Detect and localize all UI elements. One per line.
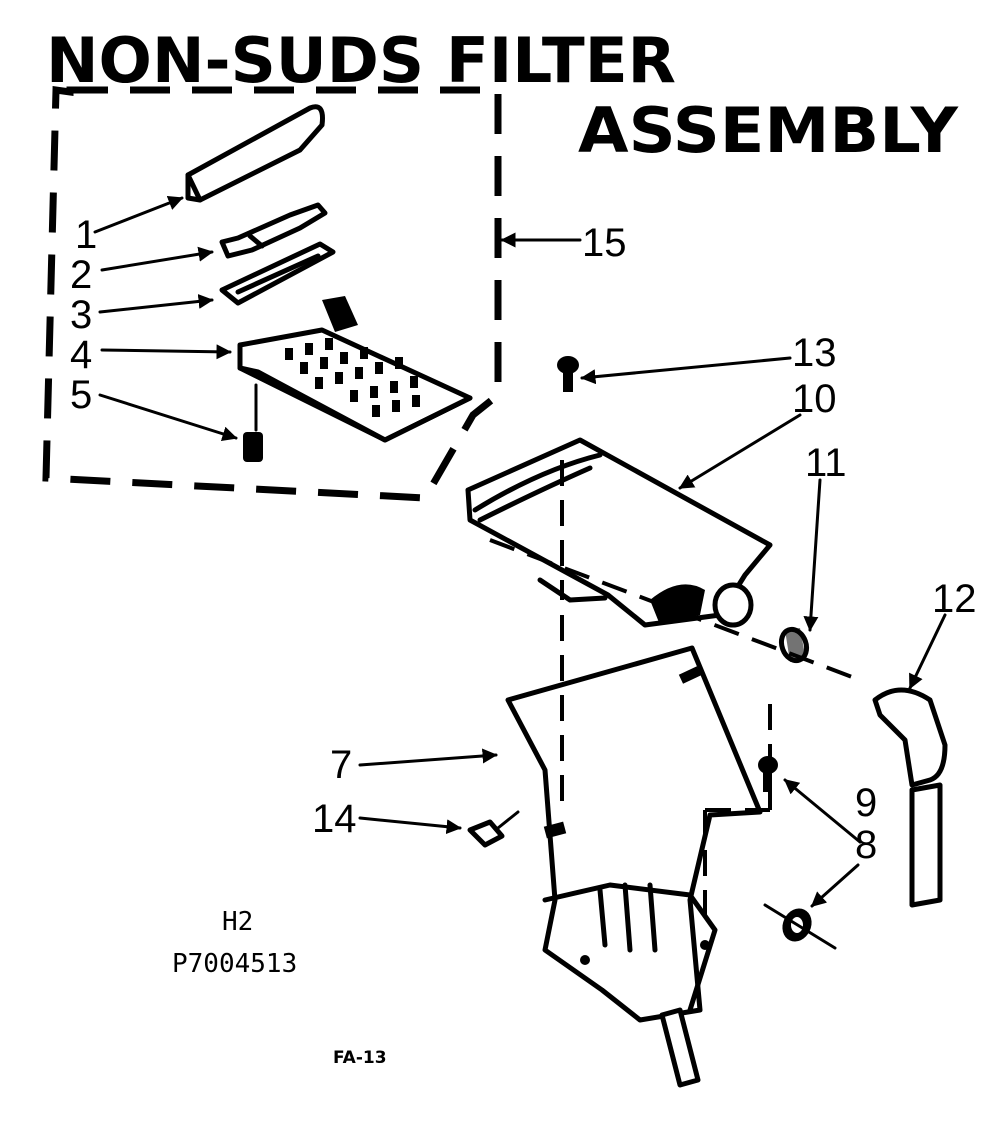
part-3-bracket — [219, 241, 336, 306]
part-1-filter-cover — [185, 104, 325, 203]
part-5-screw — [243, 383, 263, 462]
part-8-grommet — [763, 903, 837, 950]
part-2-spring-clip — [219, 202, 328, 259]
callout-5: 5 — [70, 373, 92, 417]
callout-14: 14 — [312, 797, 357, 841]
part-4-filter-tray — [237, 296, 473, 443]
title-line-1: NON-SUDS FILTER — [46, 24, 676, 97]
title-line-2: ASSEMBLY — [578, 94, 959, 167]
callout-4: 4 — [70, 333, 92, 377]
part-7-mounting-plate — [505, 615, 772, 1088]
callout-15: 15 — [582, 221, 627, 265]
part-13-screw — [557, 356, 579, 392]
callout-7: 7 — [330, 743, 352, 787]
callout-3: 3 — [70, 293, 92, 337]
part-9-screw — [758, 756, 778, 792]
callout-12: 12 — [932, 577, 977, 621]
leader-lines — [93, 195, 947, 908]
part-12-hose — [872, 687, 948, 908]
callout-10: 10 — [792, 377, 837, 421]
callout-2: 2 — [70, 253, 92, 297]
part-14-clip — [467, 810, 520, 848]
callout-13: 13 — [792, 331, 837, 375]
callout-1: 1 — [75, 213, 97, 257]
callout-9: 9 — [855, 781, 877, 825]
model-line-2: P7004513 — [172, 949, 297, 979]
part-11-o-ring — [778, 626, 810, 664]
kit-boundary-dashed — [42, 85, 502, 502]
model-line-1: H2 — [222, 907, 253, 937]
callout-8: 8 — [855, 823, 877, 867]
figure-code: FA-13 — [333, 1048, 387, 1068]
callout-11: 11 — [805, 441, 847, 485]
